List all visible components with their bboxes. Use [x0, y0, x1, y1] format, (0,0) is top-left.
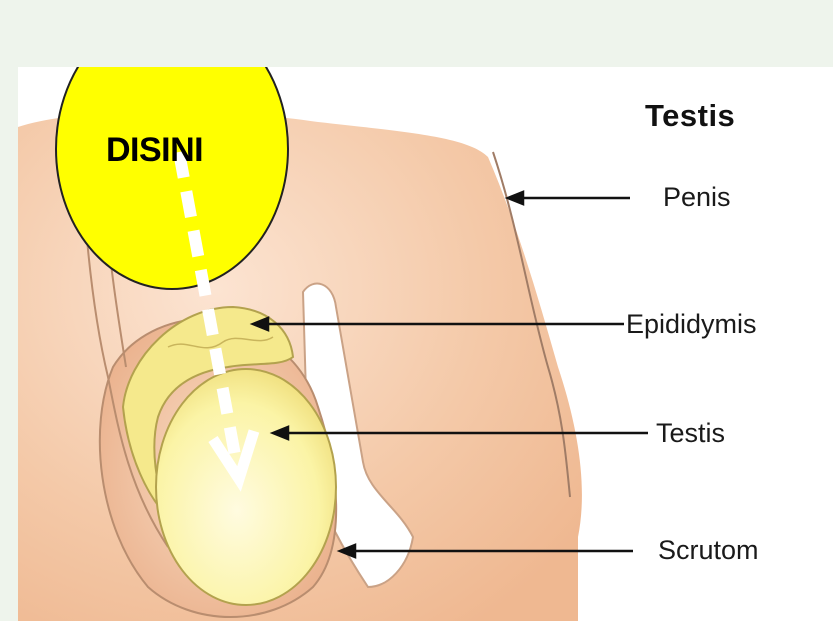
label-penis: Penis: [663, 182, 731, 213]
callout-bubble-text: DISINI: [106, 131, 203, 170]
label-testis: Testis: [656, 418, 725, 449]
label-epididymis: Epididymis: [626, 309, 757, 340]
anatomy-diagram-panel: Testis Penis Epididymis Testis Scrutom D…: [18, 67, 833, 621]
testis-shape: [156, 369, 336, 605]
label-scrotum: Scrutom: [658, 535, 759, 566]
arrow-penis-head: [508, 192, 523, 204]
diagram-title: Testis: [645, 98, 735, 134]
